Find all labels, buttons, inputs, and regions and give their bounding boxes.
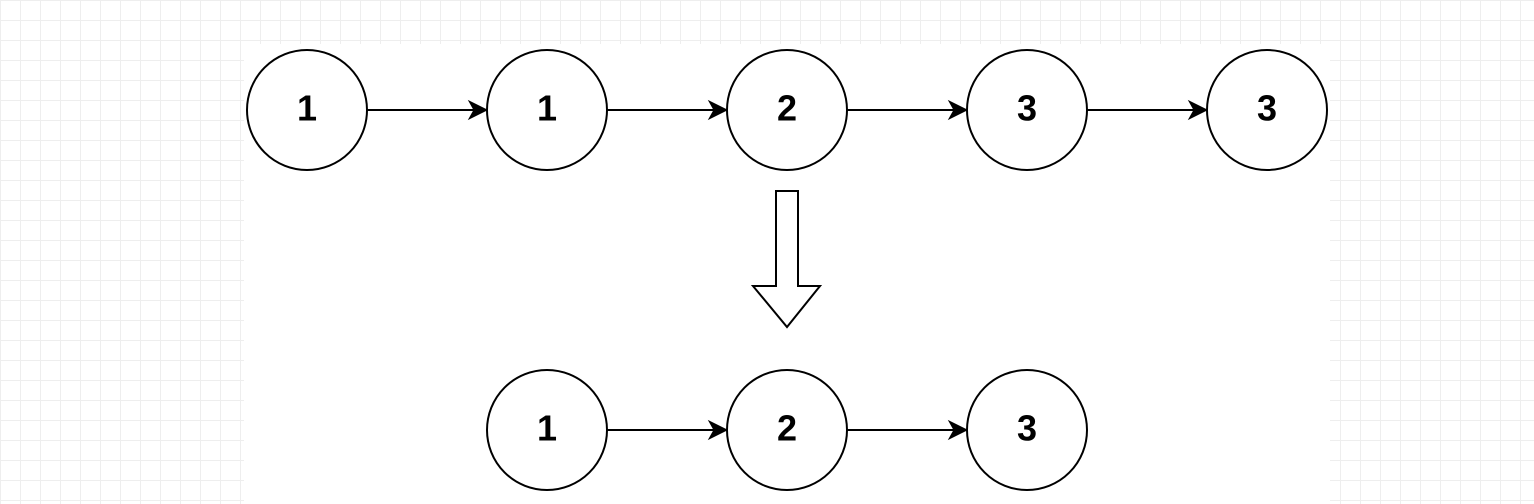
- input-list-edge: [607, 99, 729, 121]
- input-list-edge: [367, 99, 489, 121]
- input-list-node-label: 1: [537, 88, 557, 129]
- input-list-node-label: 3: [1257, 88, 1277, 129]
- transform-down-arrow: [750, 190, 823, 329]
- input-list-node-label: 2: [777, 88, 797, 129]
- arrowhead-icon: [947, 99, 969, 121]
- output-list-edge: [607, 419, 729, 441]
- output-list-node-circle: [726, 369, 848, 491]
- arrowhead-icon: [467, 99, 489, 121]
- output-linked-list: 1 2 3: [486, 369, 1088, 491]
- input-list-node-circle: [966, 49, 1088, 171]
- input-list-node-circle: [246, 49, 368, 171]
- arrowhead-icon: [707, 99, 729, 121]
- input-list-edge: [847, 99, 969, 121]
- input-linked-list: 1 1 2 3 3: [246, 49, 1328, 171]
- input-list-node-label: 3: [1017, 88, 1037, 129]
- input-list-node-label: 1: [297, 88, 317, 129]
- input-list-node-circle: [726, 49, 848, 171]
- output-list-node-label: 1: [537, 408, 557, 449]
- input-list-node-circle: [1206, 49, 1328, 171]
- output-list-node-circle: [966, 369, 1088, 491]
- output-list-node: 3: [966, 369, 1088, 491]
- input-list-node: 3: [1206, 49, 1328, 171]
- output-list-node-label: 3: [1017, 408, 1037, 449]
- input-list-node: 3: [966, 49, 1088, 171]
- output-list-node-circle: [486, 369, 608, 491]
- input-list-node: 1: [246, 49, 368, 171]
- input-list-node-circle: [486, 49, 608, 171]
- input-list-node: 2: [726, 49, 848, 171]
- down-arrow-icon: [750, 190, 823, 329]
- output-list-node: 2: [726, 369, 848, 491]
- arrowhead-icon: [707, 419, 729, 441]
- output-list-edge: [847, 419, 969, 441]
- arrowhead-icon: [1187, 99, 1209, 121]
- input-list-edge: [1087, 99, 1209, 121]
- arrowhead-icon: [947, 419, 969, 441]
- output-list-node-label: 2: [777, 408, 797, 449]
- output-list-node: 1: [486, 369, 608, 491]
- input-list-node: 1: [486, 49, 608, 171]
